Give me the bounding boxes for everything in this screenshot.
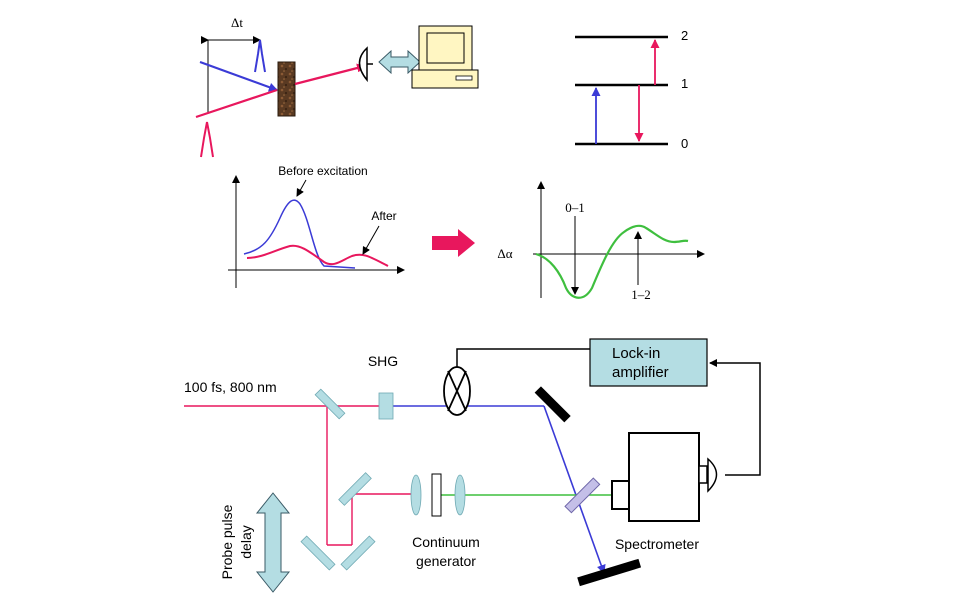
difference-curve [535,224,689,299]
delay-mirror-1 [338,472,372,506]
lock-in-amplifier [589,338,708,387]
absorption-plot: Before excitation After [228,164,405,288]
before-curve [243,199,356,269]
photodetector-icon [707,457,718,493]
pump-beam-reflected [543,405,606,574]
delay-label: Δt [231,15,243,30]
after-pointer [362,225,380,255]
lockin-label-line1: Lock-in [612,345,660,362]
delay-label-line2: delay [238,525,254,558]
delay-stage-arrow-icon [255,492,291,593]
probe-pulse-shape [200,121,214,158]
after-label: After [371,209,396,223]
level-1-label: 1 [681,76,688,91]
probe-beam-in [195,88,278,119]
spectrometer-label: Spectrometer [615,536,699,552]
difference-y-label: Δα [497,246,512,261]
lens-1 [410,474,422,516]
energy-level-diagram: 2 1 0 [575,28,688,151]
probe-beam-out [294,63,366,86]
computer-icon [411,25,479,89]
signal-wire [709,359,761,476]
lockin-label-line2: amplifier [612,364,669,381]
laser-label: 100 fs, 800 nm [184,379,277,395]
shg-crystal [378,392,394,420]
delay-mirror-2 [300,535,336,571]
after-curve [246,244,389,267]
beam-splitter [314,388,346,420]
overlap-plate [564,477,601,514]
sample [277,61,296,117]
continuum-label-line2: generator [416,553,476,569]
shg-label: SHG [368,353,398,369]
beam-dump [577,558,642,587]
continuum-label-line1: Continuum [412,534,480,550]
lens-2 [454,474,466,516]
difference-plot: Δα 0–1 1–2 [497,181,705,302]
peak-12-label: 1–2 [631,287,651,302]
level-0-label: 0 [681,136,688,151]
transform-arrow-icon [432,229,475,257]
spectrometer [628,432,700,522]
continuum-crystal [431,473,442,517]
experimental-setup: 100 fs, 800 nm SHG Continuum g [184,338,761,593]
before-label: Before excitation [278,164,367,178]
delay-label-line1: Probe pulse [219,504,235,579]
pump-beam [199,60,278,92]
reference-wire [456,348,590,367]
pump-pulse-shape [254,39,266,73]
level-2-label: 2 [681,28,688,43]
delay-mirror-3 [340,535,376,571]
pump-probe-sketch: Δt [195,15,479,158]
before-pointer [296,179,307,197]
pump-mirror [534,386,571,423]
detector-icon [358,46,368,83]
peak-01-label: 0–1 [565,200,585,215]
